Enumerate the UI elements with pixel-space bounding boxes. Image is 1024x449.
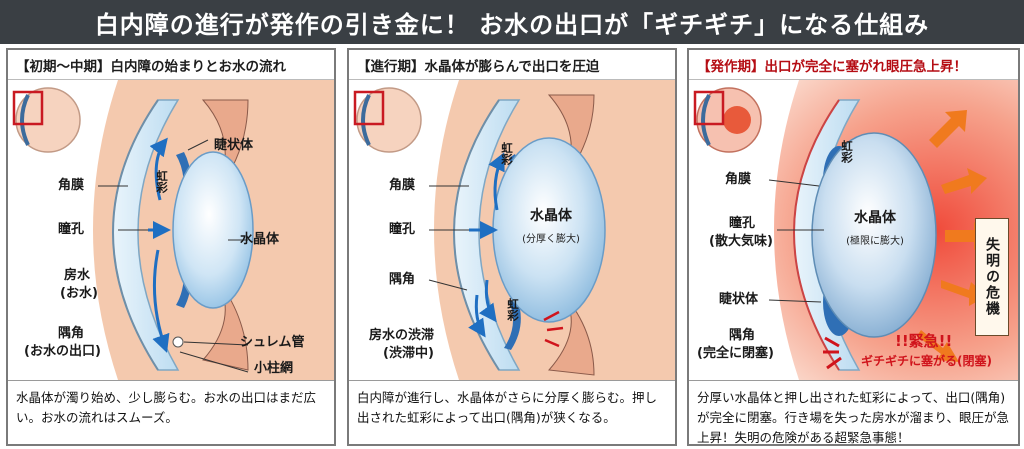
label-angle-sub: (完全に閉塞) [697, 346, 774, 361]
eye-diagram-early: 睫状体 虹彩 角膜 瞳孔 水晶体 房水 (お水) シュレム管 隅角 (お水の出口… [8, 80, 334, 380]
label-cornea: 角膜 [389, 178, 416, 193]
label-cornea: 角膜 [58, 178, 85, 193]
blockage-marks-icon [823, 336, 842, 370]
label-angle: 隅角 [58, 326, 85, 341]
panel-header-attack: 【発作期】出口が完全に塞がれ眼圧急上昇！ [689, 50, 1018, 80]
label-iris: 虹彩 [500, 142, 514, 165]
eye-cross-section-early [8, 80, 334, 380]
label-angle: 隅角 [729, 328, 756, 343]
blocked-alert: ギチギチに塞がる(閉塞) [861, 354, 992, 368]
panel-attack-stage: 【発作期】出口が完全に塞がれ眼圧急上昇！ [687, 48, 1020, 446]
label-pupil: 瞳孔 [58, 222, 85, 237]
label-lens: 水晶体 [240, 232, 280, 247]
eye-thumbnail-icon [353, 87, 422, 153]
caption-progressive: 白内障が進行し、水晶体がさらに分厚く膨らむ。押し出された虹彩によって出口(隅角)… [349, 380, 675, 444]
label-schlemm-canal: シュレム管 [240, 335, 305, 350]
label-aqueous-stagnation-sub: (渋滞中) [383, 346, 434, 361]
pressure-marks-icon [543, 310, 564, 348]
label-ciliary-body: 睫状体 [214, 138, 254, 153]
eye-cross-section-progressive [349, 80, 675, 380]
label-aqueous-stagnation: 房水の渋滞 [369, 328, 435, 343]
panel-progressive-stage: 【進行期】水晶体が膨らんで出口を圧迫 [347, 48, 677, 446]
caption-attack: 分厚い水晶体と押し出された虹彩によって、出口(隅角)が完全に閉塞。行き場を失った… [689, 380, 1018, 445]
eye-cross-section-attack [689, 80, 1018, 380]
label-pupil: 瞳孔 [389, 222, 416, 237]
label-lens-sub: (分厚く膨大) [522, 234, 580, 245]
label-angle-sub: (お水の出口) [24, 344, 101, 359]
caption-early: 水晶体が濁り始め、少し膨らむ。お水の出口はまだ広い。お水の流れはスムーズ。 [8, 380, 334, 444]
eye-thumbnail-icon [12, 87, 81, 153]
page-title: 白内障の進行が発作の引き金に！ お水の出口が「ギチギチ」になる仕組み [0, 0, 1024, 44]
label-iris: 虹彩 [155, 170, 169, 193]
label-iris: 虹彩 [840, 140, 854, 163]
panel-early-stage: 【初期～中期】白内障の始まりとお水の流れ [6, 48, 336, 446]
label-pupil-sub: (散大気味) [709, 234, 773, 249]
label-trabecular-meshwork: 小柱網 [254, 361, 294, 376]
label-aqueous-sub: (お水) [60, 286, 98, 301]
label-angle: 隅角 [389, 272, 416, 287]
label-pupil: 瞳孔 [729, 216, 756, 231]
label-cornea: 角膜 [725, 172, 752, 187]
panel-header-progressive: 【進行期】水晶体が膨らんで出口を圧迫 [349, 50, 675, 80]
panel-header-early: 【初期～中期】白内障の始まりとお水の流れ [8, 50, 334, 80]
label-aqueous: 房水 [64, 268, 91, 283]
blindness-risk-badge: 失明の危機 [975, 218, 1009, 336]
label-iris-lower: 虹彩 [506, 298, 520, 321]
label-lens-sub: (極限に膨大) [846, 236, 904, 247]
label-lens: 水晶体 [530, 208, 572, 224]
eye-diagram-progressive: 虹彩 角膜 瞳孔 水晶体 (分厚く膨大) 隅角 虹彩 房水の渋滞 (渋滞中) [349, 80, 675, 380]
label-ciliary-body: 睫状体 [719, 292, 759, 307]
eye-thumbnail-icon [693, 87, 762, 153]
urgent-alert: !!緊急!! [895, 332, 953, 350]
eye-diagram-attack: 虹彩 角膜 瞳孔 (散大気味) 水晶体 (極限に膨大) 睫状体 隅角 (完全に閉… [689, 80, 1018, 380]
label-lens: 水晶体 [854, 210, 896, 226]
